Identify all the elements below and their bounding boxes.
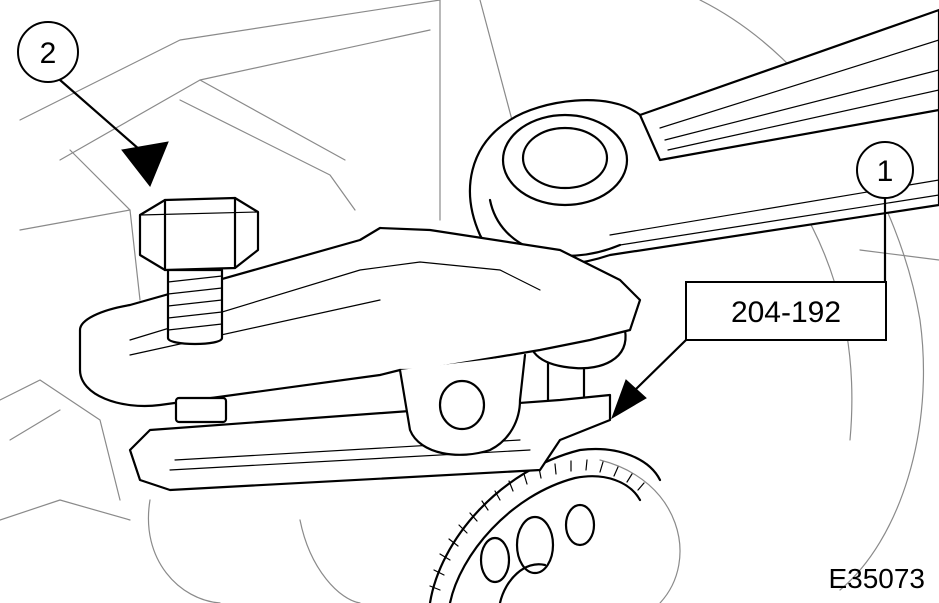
tool-code-label: 204-192 [731, 296, 841, 329]
figure-id: E35073 [828, 563, 925, 594]
callout-1: 1 204-192 [611, 141, 914, 420]
callout-2: 2 [17, 21, 169, 187]
control-arm [468, 8, 939, 267]
tool-code-box [685, 281, 887, 341]
forcing-bolt [138, 196, 260, 346]
separator-tool [78, 226, 642, 492]
arrowhead-icon [121, 141, 169, 187]
arrowhead-icon [611, 379, 647, 420]
callout-2-number: 2 [40, 37, 57, 70]
gear-ring [428, 447, 662, 603]
callout-1-number: 1 [877, 155, 894, 188]
